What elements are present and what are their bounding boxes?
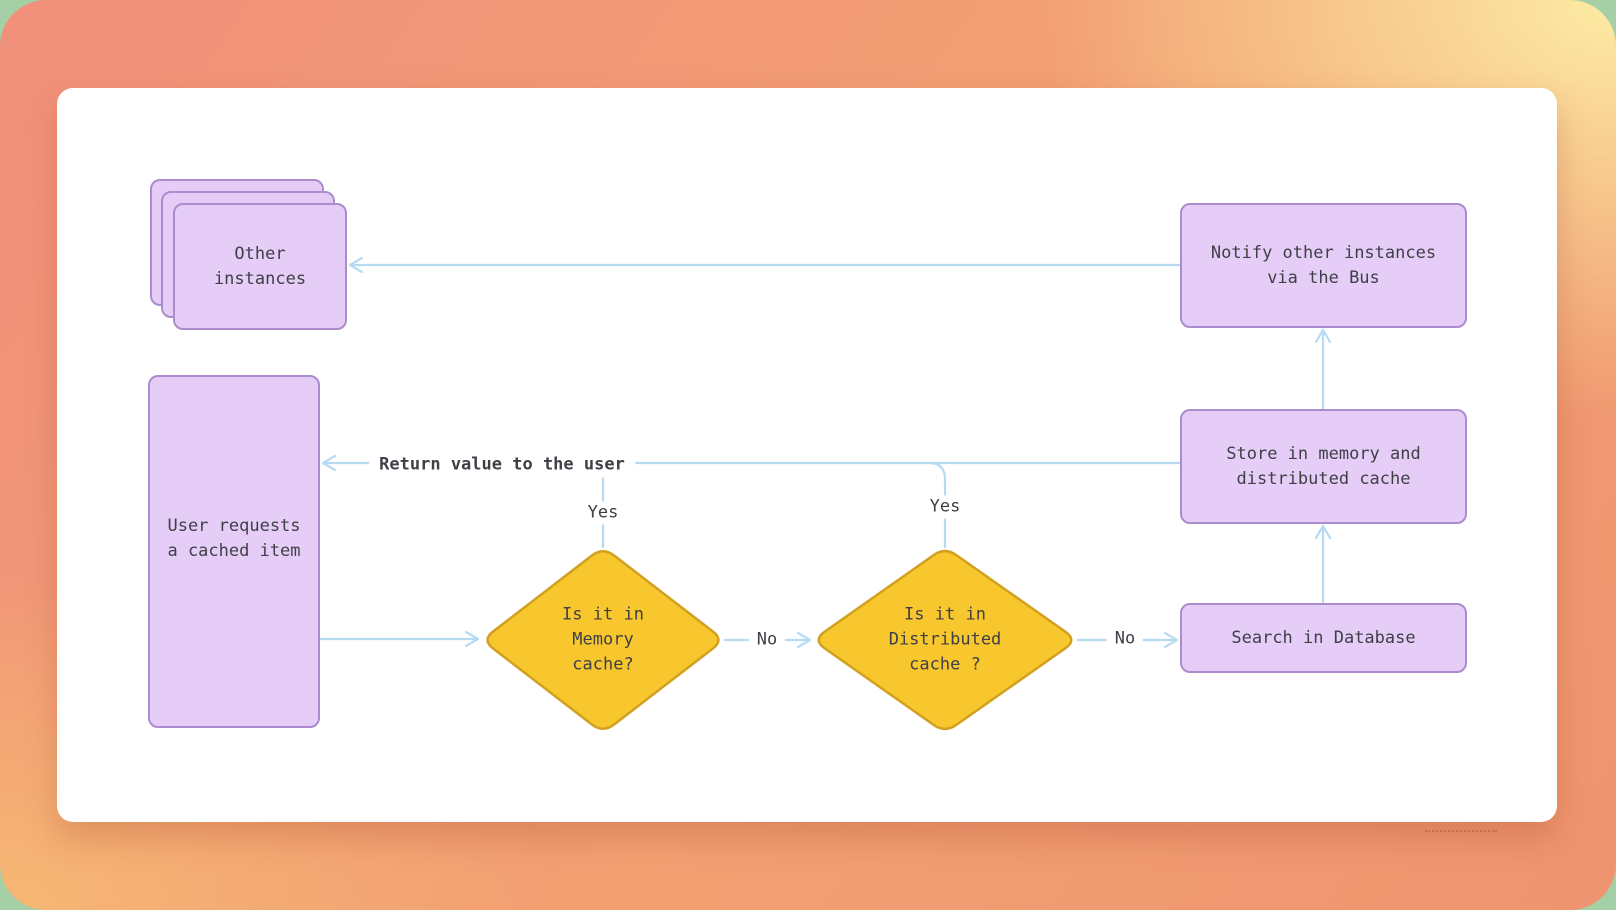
node-distributed-check-shape (817, 549, 1073, 731)
edge-label-distributed-no: No (1106, 627, 1144, 651)
node-other-instances: Other instances (173, 203, 347, 330)
node-distributed-check-label: Is it in Distributed cache ? (888, 604, 1002, 675)
diamond-distributed-icon (817, 549, 1073, 731)
node-user-request: User requests a cached item (148, 375, 320, 728)
edge-search-to-store-arrowhead (1314, 524, 1332, 540)
edge-label-memory-no: No (748, 628, 786, 652)
node-memory-check-label: Is it in Memory cache? (562, 604, 644, 675)
edge-label-memory-yes: Yes (579, 501, 627, 525)
edge-store-to-notify-arrowhead (1314, 328, 1332, 344)
edge-label-distributed-yes: Yes (921, 495, 969, 519)
node-memory-check-shape (486, 550, 720, 730)
node-search-database: Search in Database (1180, 603, 1467, 673)
diamond-memory-icon (486, 550, 720, 730)
edge-distributed-no-arrowhead (1163, 631, 1179, 649)
diagram-canvas: Other instances Notify other instances v… (57, 88, 1557, 822)
edge-label-return-value: Return value to the user (369, 452, 635, 478)
node-store-cache: Store in memory and distributed cache (1180, 409, 1467, 524)
edge-return-arrowhead (321, 454, 337, 472)
watermark-dots (1425, 826, 1497, 832)
node-notify-bus: Notify other instances via the Bus (1180, 203, 1467, 328)
edge-notify-to-other-arrowhead (348, 256, 364, 274)
